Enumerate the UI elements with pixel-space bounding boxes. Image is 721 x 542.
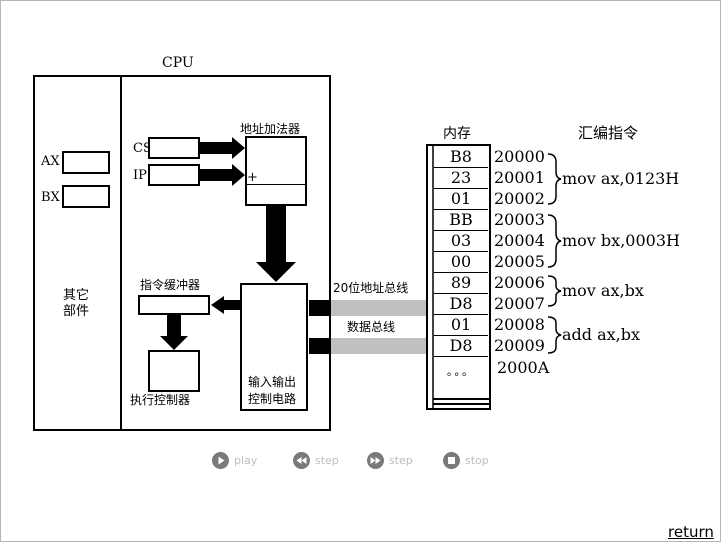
- memory-cell: 00: [434, 252, 488, 273]
- io-control-circuit: [240, 283, 308, 411]
- memory-address: 20000: [494, 147, 545, 166]
- memory-cell: D8: [434, 336, 488, 357]
- ax-label: AX: [41, 154, 60, 169]
- memory-address: 20001: [494, 168, 545, 187]
- exec-ctrl-label: 执行控制器: [130, 393, 191, 407]
- asm-title: 汇编指令: [578, 124, 639, 142]
- return-link[interactable]: return: [668, 523, 714, 541]
- adder-plus: +: [247, 170, 258, 185]
- rewind-icon: [293, 451, 310, 469]
- cs-register: [148, 137, 200, 159]
- stop-icon: [443, 451, 460, 469]
- cs-to-adder-arrow: [200, 137, 245, 159]
- memory-cell: B8: [434, 147, 488, 168]
- memory-address: 20003: [494, 210, 545, 229]
- stop-label: stop: [465, 453, 489, 467]
- data-bus-bar: [331, 338, 429, 354]
- memory-cell: 01: [434, 315, 488, 336]
- address-bus-stub: [309, 300, 331, 316]
- memory-address: 20009: [494, 336, 545, 355]
- instr-buffer-label: 指令缓冲器: [140, 278, 201, 292]
- io-to-buffer-arrow: [211, 296, 240, 314]
- play-icon: [212, 451, 229, 469]
- bx-label: BX: [41, 190, 60, 205]
- ax-register: [62, 151, 110, 174]
- asm-instruction: add ax,bx: [562, 325, 641, 344]
- asm-instruction: mov bx,0003H: [562, 231, 680, 250]
- step-back-label: step: [315, 453, 339, 467]
- address-adder: [245, 136, 307, 206]
- memory-column: [426, 144, 491, 410]
- memory-cell: 23: [434, 168, 488, 189]
- address-bus-bar: [331, 300, 429, 316]
- buffer-to-exec-arrow: [160, 315, 188, 350]
- address-bus-label: 20位地址总线: [333, 281, 409, 295]
- memory-address: 20002: [494, 189, 545, 208]
- adder-to-io-arrow: [256, 206, 296, 282]
- memory-address: 20004: [494, 231, 545, 250]
- stop-button[interactable]: stop: [443, 450, 489, 470]
- io-circuit-line2: 控制电路: [248, 392, 297, 406]
- ip-register: [148, 164, 200, 186]
- step-forward-button[interactable]: step: [367, 450, 413, 470]
- brace-instr-2: [547, 214, 562, 268]
- play-button[interactable]: play: [212, 450, 257, 470]
- memory-cell: D8: [434, 294, 488, 315]
- data-bus-label: 数据总线: [347, 320, 396, 334]
- adder-label: 地址加法器: [240, 122, 301, 136]
- memory-cell: BB: [434, 210, 488, 231]
- cpu-title: CPU: [162, 55, 194, 71]
- instruction-buffer: [138, 295, 210, 315]
- ip-to-adder-arrow: [200, 164, 245, 186]
- execution-controller-box: [148, 350, 200, 392]
- fast-forward-icon: [367, 451, 384, 469]
- memory-address: 20008: [494, 315, 545, 334]
- memory-line: [433, 398, 489, 400]
- asm-instruction: mov ax,bx: [562, 281, 644, 300]
- bx-register: [62, 185, 110, 208]
- step-back-button[interactable]: step: [293, 450, 339, 470]
- asm-instruction: mov ax,0123H: [562, 169, 680, 188]
- memory-cell: 01: [434, 189, 488, 210]
- memory-address: 20006: [494, 273, 545, 292]
- brace-instr-3: [547, 275, 562, 307]
- memory-address: 20007: [494, 294, 545, 313]
- memory-line: [433, 403, 489, 405]
- cs-label: CS: [133, 141, 152, 156]
- data-bus-stub: [309, 338, 331, 354]
- ip-label: IP: [133, 168, 147, 183]
- other-parts-line2: 部件: [63, 304, 90, 319]
- adder-sum-line: [247, 184, 305, 185]
- other-parts-line1: 其它: [63, 288, 90, 303]
- memory-ellipsis: 。。。: [447, 365, 475, 378]
- step-forward-label: step: [389, 453, 413, 467]
- cpu-divider: [120, 75, 122, 431]
- brace-instr-4: [547, 316, 562, 354]
- play-label: play: [234, 453, 258, 467]
- io-circuit-line1: 输入输出: [248, 375, 297, 389]
- brace-instr-1: [547, 153, 562, 205]
- memory-address: 2000A: [497, 358, 550, 377]
- memory-title: 内存: [443, 126, 471, 142]
- memory-cell: 89: [434, 273, 488, 294]
- memory-address: 20005: [494, 252, 545, 271]
- memory-cell: 03: [434, 231, 488, 252]
